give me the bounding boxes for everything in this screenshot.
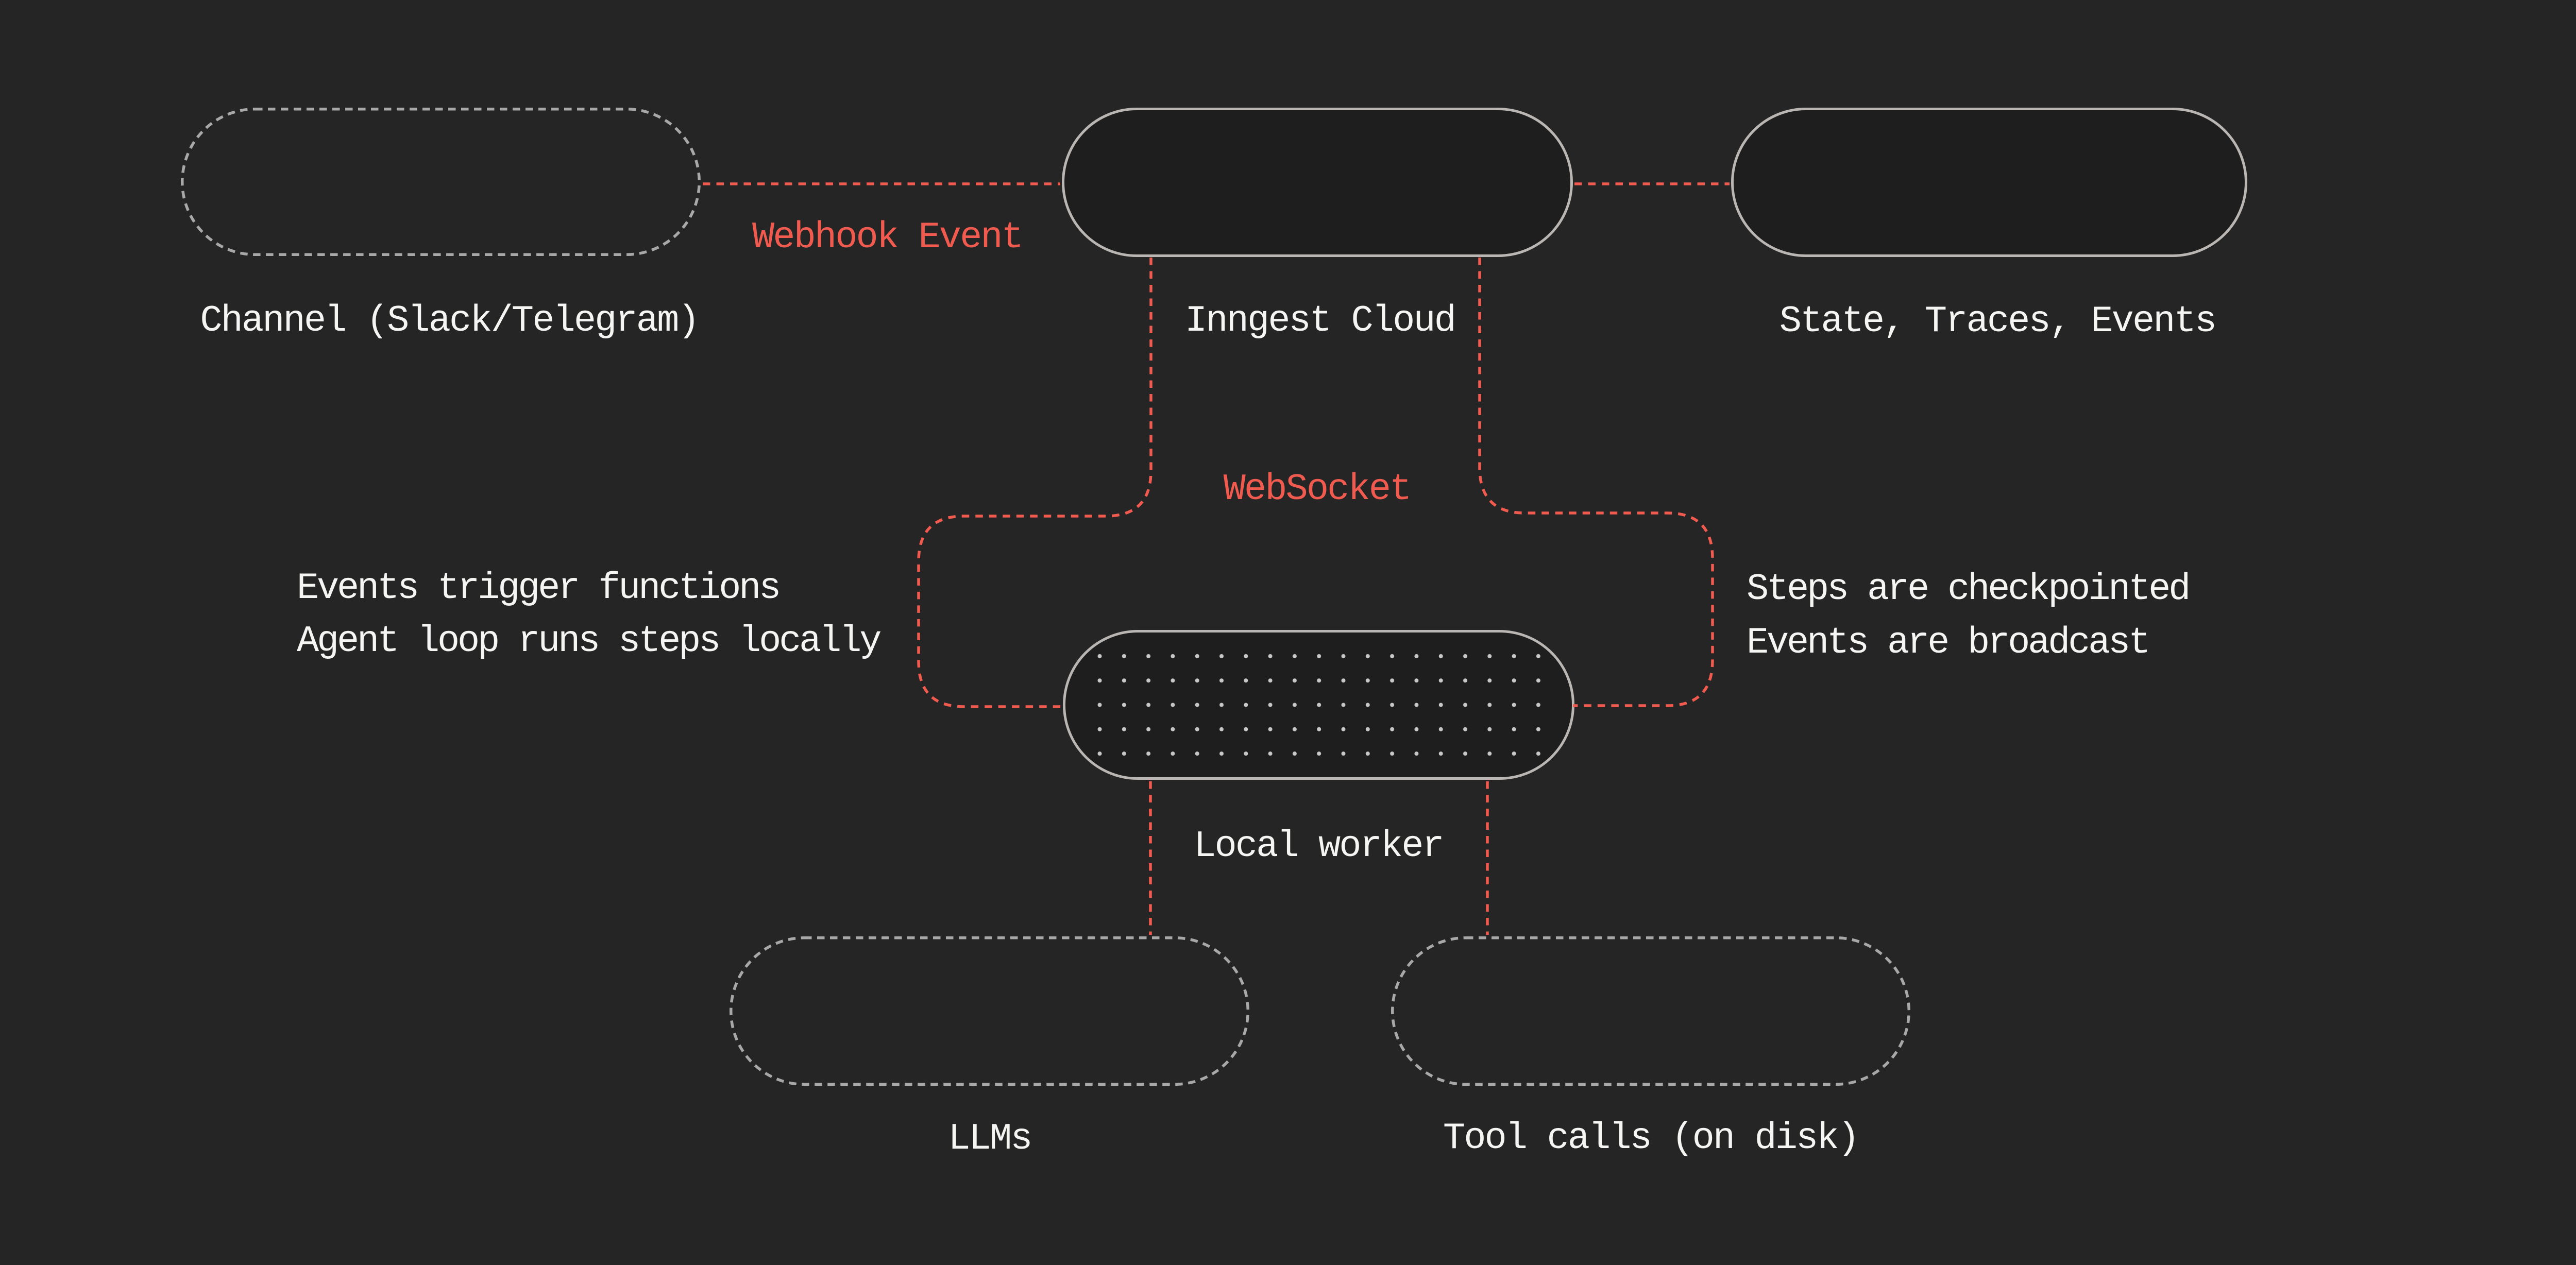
svg-text:Local worker: Local worker [1194, 825, 1443, 867]
svg-text:Events trigger functions: Events trigger functions [297, 567, 779, 609]
svg-text:Agent loop runs steps locally: Agent loop runs steps locally [297, 620, 880, 662]
svg-text:Steps are checkpointed: Steps are checkpointed [1747, 568, 2189, 610]
svg-text:Channel (Slack/Telegram): Channel (Slack/Telegram) [200, 300, 698, 342]
svg-text:Events are broadcast: Events are broadcast [1747, 622, 2148, 664]
svg-text:State, Traces, Events: State, Traces, Events [1780, 300, 2215, 343]
svg-text:LLMs: LLMs [948, 1118, 1031, 1160]
svg-text:Tool calls (on disk): Tool calls (on disk) [1443, 1117, 1858, 1159]
svg-text:Inngest Cloud: Inngest Cloud [1185, 300, 1455, 342]
svg-text:Webhook Event: Webhook Event [752, 216, 1022, 259]
svg-text:WebSocket: WebSocket [1224, 468, 1411, 510]
